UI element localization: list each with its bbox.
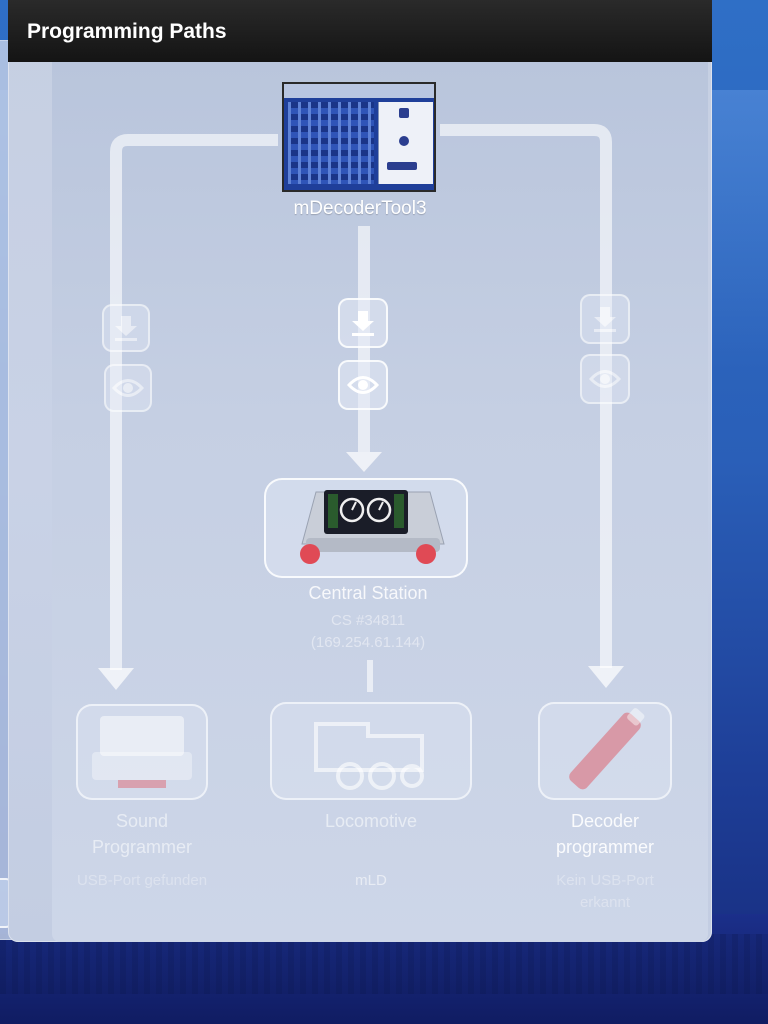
thumbnail-side-panel [378,102,433,184]
sound-read-button[interactable] [104,364,152,412]
central-station-model: CS #34811 [331,612,405,629]
decoder-write-button[interactable] [580,294,630,344]
path-to-sound-programmer [110,134,278,670]
mdecodertool-label: mDecoderTool3 [293,198,427,219]
thumbnail-titlebar [284,84,434,98]
sound-programmer-status: USB-Port gefunden [76,872,208,889]
mdecodertool-thumbnail[interactable] [282,82,436,192]
download-arrow-icon [352,311,374,336]
decoder-programmer-status: Kein USB-Port erkannt [556,872,654,911]
eye-icon [589,370,621,388]
locomotive-label: Locomotive [324,811,418,831]
sound-programmer-card[interactable] [76,704,208,800]
locomotive-icon [314,722,424,790]
locomotive-status: mLD [355,872,387,889]
cs-write-button[interactable] [338,298,388,348]
download-arrow-icon [115,316,137,341]
panel-title: Programming Paths [8,0,712,62]
arrow-head-decoder [588,666,624,688]
decoder-programmer-card[interactable] [538,702,672,800]
eye-icon [347,376,379,394]
central-station-details: CS #34811 (169.254.61.144) [250,610,486,654]
thumbnail-function-grid [288,102,374,184]
eye-icon [112,379,144,397]
decoder-read-button[interactable] [580,354,630,404]
download-arrow-icon [594,307,616,332]
desktop-background-trees [0,934,768,994]
arrow-head-cs [346,452,382,472]
locomotive-card[interactable] [270,702,472,800]
arrow-head-sound [98,668,134,690]
central-station-icon [300,490,445,564]
sound-programmer-icon [92,716,192,788]
central-station-address: (169.254.61.144) [310,634,426,651]
cs-read-button[interactable] [338,360,388,410]
central-station-label: Central Station [308,583,428,603]
sound-write-button[interactable] [102,304,150,352]
path-to-decoder-programmer [440,124,612,668]
decoder-programmer-icon [569,708,645,790]
sound-programmer-label: Sound Programmer [91,811,193,857]
decoder-programmer-label: Decoder programmer [555,811,655,857]
